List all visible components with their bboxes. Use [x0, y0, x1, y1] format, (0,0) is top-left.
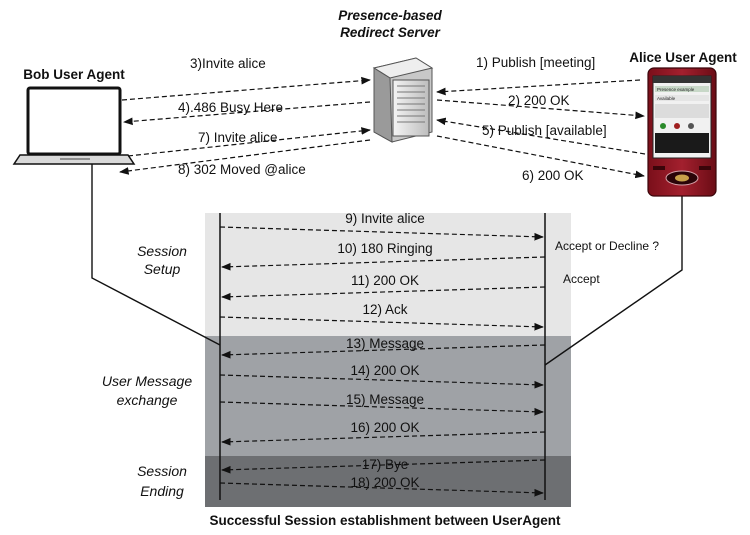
session-message-arrow: [221, 256, 546, 271]
laptop-icon: [12, 86, 136, 165]
session-message-arrow: [219, 316, 544, 331]
session-message-arrow: [221, 459, 546, 474]
message-label-m4: 4).486 Busy Here: [178, 100, 283, 115]
message-arrow-m8: [119, 139, 371, 175]
session-message-label: 9) Invite alice: [345, 211, 425, 226]
session-message-arrow: [219, 226, 544, 241]
phone-screen-row: Available: [657, 96, 676, 101]
server-icon: [372, 57, 434, 143]
phase-label-setup-line1: Session: [137, 243, 187, 259]
session-message-label: 10) 180 Ringing: [337, 241, 432, 256]
phase-band-setup: [205, 213, 571, 336]
phase-bands: [205, 213, 571, 507]
session-message-arrow: [221, 344, 546, 359]
server-title-line2: Redirect Server: [340, 25, 441, 40]
top-message-arrows: [119, 76, 646, 179]
message-arrow-m3: [121, 76, 371, 101]
message-label-m3: 3)Invite alice: [190, 56, 266, 71]
server-title-line1: Presence-based: [338, 8, 442, 23]
phase-band-ending: [205, 456, 571, 507]
session-message-label: 17) Bye: [362, 457, 409, 472]
phase-label-setup-line2: Setup: [144, 261, 181, 277]
phase-label-ending-line2: Ending: [140, 483, 184, 499]
phase-label-ending-line1: Session: [137, 463, 187, 479]
session-message-arrow: [221, 286, 546, 301]
session-message-arrow: [219, 401, 544, 416]
phase-label-message-line1: User Message: [102, 373, 192, 389]
session-message-label: 16) 200 OK: [350, 420, 419, 435]
message-label-m7: 7) Invite alice: [198, 130, 278, 145]
session-message-label: 15) Message: [346, 392, 424, 407]
diagram-caption: Successful Session establishment between…: [209, 513, 561, 528]
phone-screen-row: Presence example: [657, 87, 695, 92]
session-message-label: 18) 200 OK: [350, 475, 419, 490]
message-label-m1: 1) Publish [meeting]: [476, 55, 595, 70]
message-label-m6: 6) 200 OK: [522, 168, 584, 183]
session-message-label: 13) Message: [346, 336, 424, 351]
message-arrow-m5: [436, 117, 646, 155]
annotation-accept: Accept: [563, 272, 600, 286]
session-messages: 9) Invite alice 10) 180 Ringing 11) 200 OK…: [219, 211, 546, 497]
message-arrow-m7: [127, 127, 371, 157]
alice-connector-line: [544, 196, 683, 366]
message-arrow-m1: [436, 79, 641, 96]
message-label-m5: 5) Publish [available]: [482, 123, 607, 138]
session-message-label: 14) 200 OK: [350, 363, 419, 378]
session-message-label: 11) 200 OK: [351, 273, 419, 288]
session-message-arrow: [219, 374, 544, 389]
phase-band-message: [205, 336, 571, 456]
lifelines: [91, 162, 683, 500]
phone-icon: Presence example Available: [647, 67, 717, 197]
phase-label-message-line2: exchange: [117, 392, 178, 408]
annotation-accept-or-decline: Accept or Decline ?: [555, 239, 659, 253]
session-message-arrow: [221, 431, 546, 446]
bob-title: Bob User Agent: [23, 67, 125, 82]
message-label-m8: 8) 302 Moved @alice: [178, 162, 306, 177]
message-label-m2: 2) 200 OK: [508, 93, 570, 108]
message-arrow-m2: [436, 99, 645, 120]
alice-title: Alice User Agent: [629, 50, 737, 65]
bob-connector-line: [91, 162, 221, 346]
message-arrow-m4: [123, 101, 371, 126]
message-arrow-m6: [436, 135, 645, 179]
session-message-arrow: [219, 482, 544, 497]
session-message-label: 12) Ack: [362, 302, 407, 317]
